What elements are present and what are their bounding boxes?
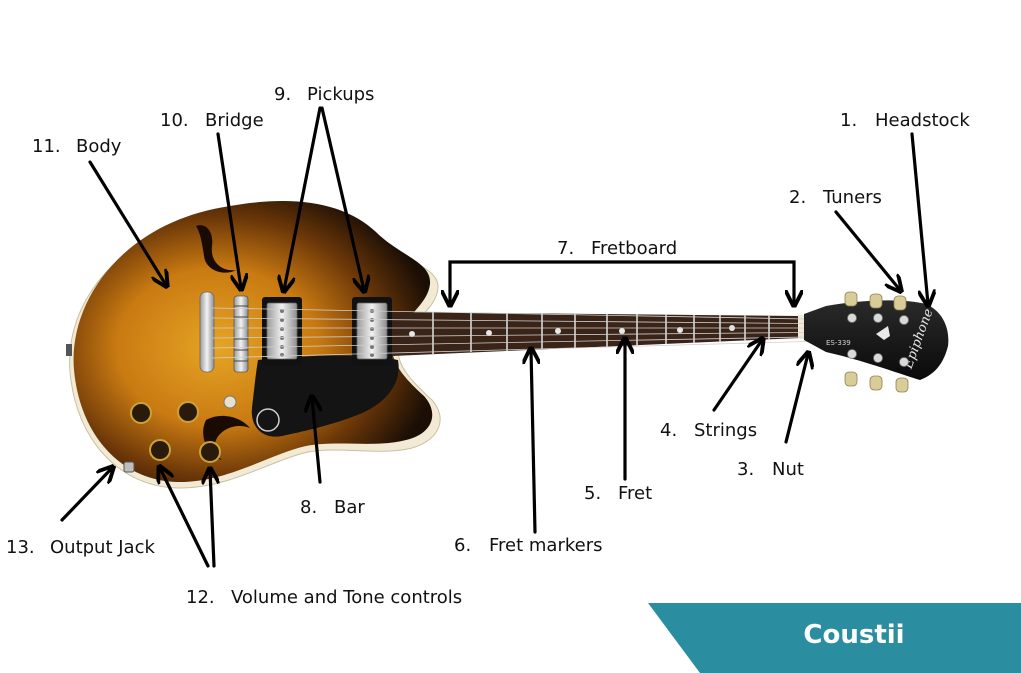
- output-jack: [123, 461, 135, 473]
- label-text: Fret: [618, 483, 652, 504]
- label-text: Strings: [694, 420, 757, 441]
- pickup-selector-switch: [223, 395, 237, 409]
- tuner-buttons: [844, 291, 909, 393]
- label-text: Nut: [772, 459, 804, 480]
- label-text: Headstock: [875, 110, 970, 131]
- arrow-bridge: [216, 132, 241, 288]
- arrow-strings: [712, 340, 762, 412]
- label-text: Output Jack: [50, 537, 155, 558]
- label-num: 12.: [186, 587, 215, 608]
- label-num: 3.: [737, 459, 754, 480]
- volume-knob-1: [130, 402, 152, 424]
- control-knobs: [130, 395, 237, 463]
- label-text: Bridge: [205, 110, 264, 131]
- label-text: Tuners: [822, 187, 882, 208]
- model-badge: ES-339: [826, 339, 851, 347]
- arrow-bar: [312, 398, 320, 484]
- label-text: Fretboard: [591, 238, 677, 259]
- tuner-posts: [847, 313, 909, 367]
- tone-knob-2: [199, 441, 221, 463]
- frets: [432, 312, 770, 354]
- f-hole-upper: [196, 225, 236, 273]
- volume-knob-2: [149, 439, 171, 461]
- label-body: 11. Body: [32, 136, 122, 157]
- bridge: [233, 295, 249, 373]
- headstock-inlay: [876, 326, 890, 340]
- label-num: 6.: [454, 535, 471, 556]
- label-bridge: 10. Bridge: [160, 110, 264, 131]
- label-headstock: 1. Headstock: [840, 110, 970, 131]
- nut: [798, 315, 804, 339]
- pickguard: [251, 355, 399, 437]
- label-output-jack: 13. Output Jack: [6, 537, 155, 558]
- headstock: [804, 300, 949, 380]
- label-text: Bar: [334, 497, 365, 518]
- brand-name: Coustii: [803, 620, 904, 650]
- arrow-nut: [784, 354, 808, 444]
- arrow-output-jack: [60, 468, 112, 522]
- arrow-tuners: [834, 210, 900, 290]
- label-num: 9.: [274, 84, 291, 105]
- label-tuners: 2. Tuners: [789, 187, 882, 208]
- arrow-fret-markers: [531, 350, 535, 534]
- label-text: Fret markers: [489, 535, 603, 556]
- label-bar: 8. Bar: [300, 497, 365, 518]
- fretboard: [392, 312, 800, 356]
- label-fret-markers: 6. Fret markers: [454, 535, 603, 556]
- pickguard-logo-mark: [256, 408, 280, 432]
- label-num: 10.: [160, 110, 189, 131]
- arrow-pickup-neck: [320, 106, 364, 290]
- label-text: Volume and Tone controls: [231, 587, 462, 608]
- label-num: 13.: [6, 537, 35, 558]
- brand-banner: Coustii: [648, 603, 1021, 673]
- tone-knob-1: [177, 401, 199, 423]
- callout-arrows: [60, 106, 928, 568]
- arrow-headstock: [910, 132, 928, 304]
- label-num: 2.: [789, 187, 806, 208]
- guitar-illustration: Epiphone ES-339: [66, 201, 949, 489]
- label-num: 8.: [300, 497, 317, 518]
- arrow-body: [88, 160, 166, 285]
- arrow-pickup-bridge: [284, 106, 322, 290]
- label-pickups: 9. Pickups: [274, 84, 374, 105]
- label-text: Body: [76, 136, 122, 157]
- arrow-tone: [210, 470, 214, 568]
- arrow-fretboard: [450, 260, 794, 304]
- label-nut: 3. Nut: [737, 459, 804, 480]
- label-text: Pickups: [307, 84, 374, 105]
- strap-button: [66, 344, 72, 356]
- brand-banner-bg: [648, 603, 1021, 673]
- fret-markers: [409, 325, 735, 337]
- label-num: 5.: [584, 483, 601, 504]
- label-num: 11.: [32, 136, 61, 157]
- label-volume-tone: 12. Volume and Tone controls: [186, 587, 462, 608]
- label-fret: 5. Fret: [584, 483, 652, 504]
- label-num: 7.: [557, 238, 574, 259]
- arrow-volume: [160, 468, 210, 568]
- label-strings: 4. Strings: [660, 420, 757, 441]
- label-num: 1.: [840, 110, 857, 131]
- label-fretboard: 7. Fretboard: [557, 238, 677, 259]
- label-num: 4.: [660, 420, 677, 441]
- tailpiece: [199, 291, 215, 373]
